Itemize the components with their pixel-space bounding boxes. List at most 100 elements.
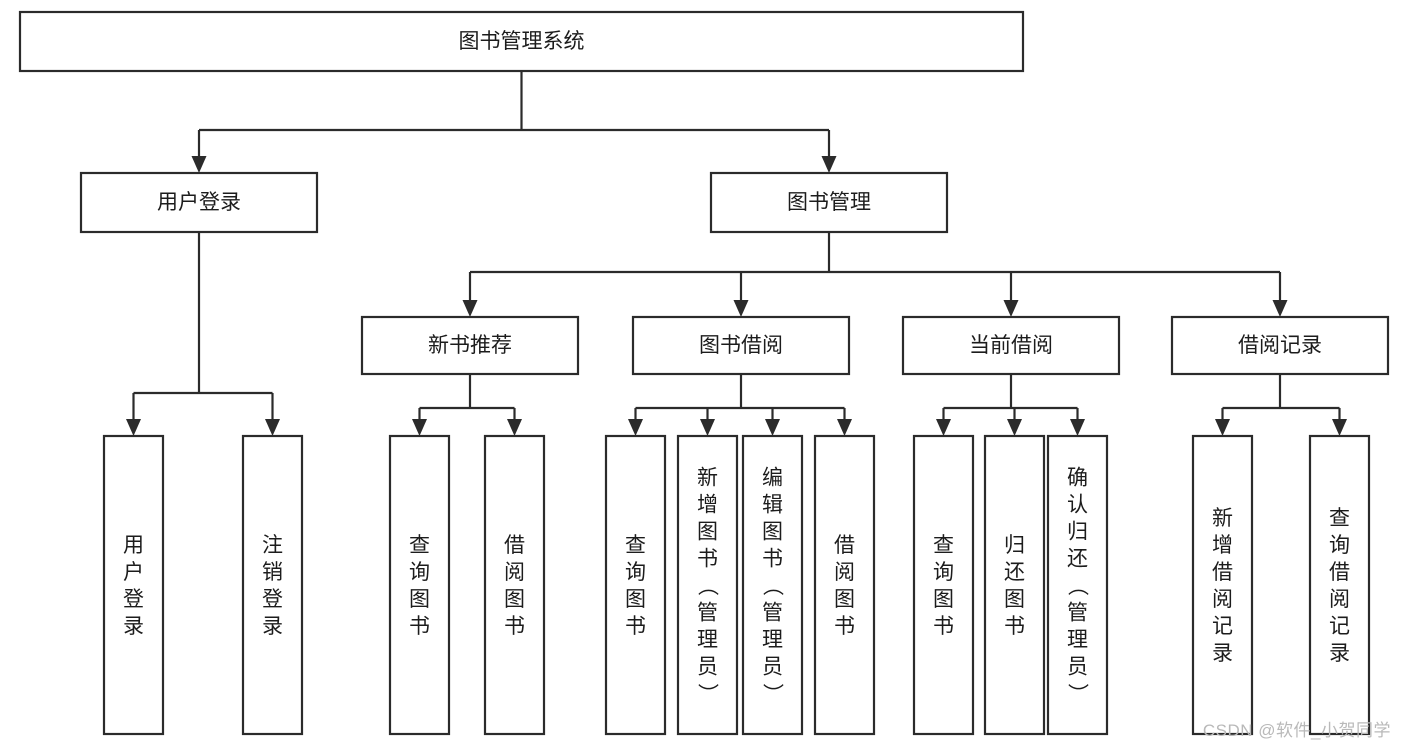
node-root-system-rect[interactable]	[18, 10, 1025, 73]
node-level2-1-rect[interactable]	[709, 171, 949, 234]
connector-layer	[126, 71, 1347, 436]
node-leaf-9-rect[interactable]	[983, 434, 1046, 736]
arrow-head-icon	[1215, 419, 1230, 436]
node-level3-1-rect[interactable]	[631, 315, 851, 376]
node-leaf-5-char: 管	[697, 602, 718, 625]
node-leaf-10-rect[interactable]	[1046, 434, 1109, 736]
node-leaf-10-char: ）	[1066, 683, 1089, 704]
arrow-head-icon	[628, 419, 643, 436]
node-level3-0[interactable]: 新书推荐	[360, 315, 580, 376]
node-root-system-label: 图书管理系统	[459, 30, 585, 53]
arrow-head-icon	[462, 300, 478, 317]
arrow-head-icon	[765, 419, 780, 436]
node-level3-3-label: 借阅记录	[1238, 334, 1322, 357]
node-leaf-6-char: 编	[762, 467, 783, 490]
node-leaf-3-char: 阅	[504, 561, 525, 584]
node-level3-2-label: 当前借阅	[969, 334, 1053, 357]
node-leaf-8-rect[interactable]	[912, 434, 975, 736]
arrow-head-icon	[837, 419, 852, 436]
node-leaf-5-char: ）	[696, 683, 719, 704]
node-leaf-3-rect[interactable]	[483, 434, 546, 736]
node-level3-0-label: 新书推荐	[428, 334, 512, 357]
node-leaf-1-char: 录	[262, 615, 283, 638]
node-leaf-12-rect[interactable]	[1308, 434, 1371, 736]
node-leaf-0-char: 用	[123, 534, 144, 557]
node-leaf-12-char: 询	[1329, 534, 1350, 557]
node-root-system[interactable]: 图书管理系统	[18, 10, 1025, 73]
node-leaf-11-char: 借	[1212, 561, 1233, 584]
node-leaf-9-char: 图	[1004, 588, 1025, 611]
node-leaf-0-rect[interactable]	[102, 434, 165, 736]
node-leaf-6-char: （	[761, 575, 784, 596]
node-leaf-1-rect[interactable]	[241, 434, 304, 736]
node-level2-0-rect[interactable]	[79, 171, 319, 234]
node-level3-2[interactable]: 当前借阅	[901, 315, 1121, 376]
node-level3-1[interactable]: 图书借阅	[631, 315, 851, 376]
node-leaf-0[interactable]: 用户登录	[102, 434, 165, 736]
node-leaf-5-char: 员	[697, 656, 718, 679]
node-leaf-5-char: 新	[697, 467, 718, 490]
node-leaf-10-char: 还	[1067, 548, 1088, 571]
node-leaf-7-char: 图	[834, 588, 855, 611]
node-level3-3[interactable]: 借阅记录	[1170, 315, 1390, 376]
node-leaf-1-char: 注	[262, 534, 283, 557]
node-leaf-2-char: 书	[409, 615, 430, 638]
node-level2-0-label: 用户登录	[157, 191, 241, 214]
arrow-head-icon	[126, 419, 141, 436]
node-level3-2-rect[interactable]	[901, 315, 1121, 376]
node-leaf-5-char: 增	[697, 494, 718, 517]
node-layer: 图书管理系统用户登录图书管理新书推荐图书借阅当前借阅借阅记录用户登录注销登录查询…	[18, 10, 1390, 736]
node-leaf-8-char: 图	[933, 588, 954, 611]
node-leaf-12-char: 借	[1329, 561, 1350, 584]
node-leaf-2-rect[interactable]	[388, 434, 451, 736]
node-leaf-6-char: 书	[762, 548, 783, 571]
node-leaf-9-char: 还	[1004, 561, 1025, 584]
node-leaf-5-char: 图	[697, 521, 718, 544]
node-leaf-7-char: 阅	[834, 561, 855, 584]
node-level3-3-rect[interactable]	[1170, 315, 1390, 376]
node-level2-0[interactable]: 用户登录	[79, 171, 319, 234]
node-leaf-1-char: 登	[262, 588, 283, 611]
node-leaf-2-char: 图	[409, 588, 430, 611]
node-leaf-6-char: 理	[762, 629, 783, 652]
node-leaf-10-char: 管	[1067, 602, 1088, 625]
node-leaf-4-rect[interactable]	[604, 434, 667, 736]
node-leaf-11-char: 阅	[1212, 588, 1233, 611]
node-leaf-6-char: 员	[762, 656, 783, 679]
node-leaf-6-char: ）	[761, 683, 784, 704]
node-level2-1[interactable]: 图书管理	[709, 171, 949, 234]
arrow-head-icon	[1003, 300, 1019, 317]
node-leaf-2-char: 查	[409, 534, 430, 557]
arrow-head-icon	[700, 419, 715, 436]
node-leaf-8-char: 查	[933, 534, 954, 557]
node-leaf-4-char: 查	[625, 534, 646, 557]
arrow-head-icon	[191, 156, 207, 173]
node-leaf-7-rect[interactable]	[813, 434, 876, 736]
node-leaf-10-char: 认	[1067, 494, 1088, 517]
node-leaf-5-rect[interactable]	[676, 434, 739, 736]
node-leaf-6-rect[interactable]	[741, 434, 804, 736]
node-leaf-11-char: 增	[1212, 534, 1233, 557]
node-leaf-12-char: 阅	[1329, 588, 1350, 611]
node-leaf-3-char: 借	[504, 534, 525, 557]
node-level3-0-rect[interactable]	[360, 315, 580, 376]
node-leaf-4-char: 图	[625, 588, 646, 611]
node-leaf-3-char: 图	[504, 588, 525, 611]
node-leaf-2-char: 询	[409, 561, 430, 584]
node-leaf-11-rect[interactable]	[1191, 434, 1254, 736]
arrow-head-icon	[936, 419, 951, 436]
node-leaf-5-char: （	[696, 575, 719, 596]
